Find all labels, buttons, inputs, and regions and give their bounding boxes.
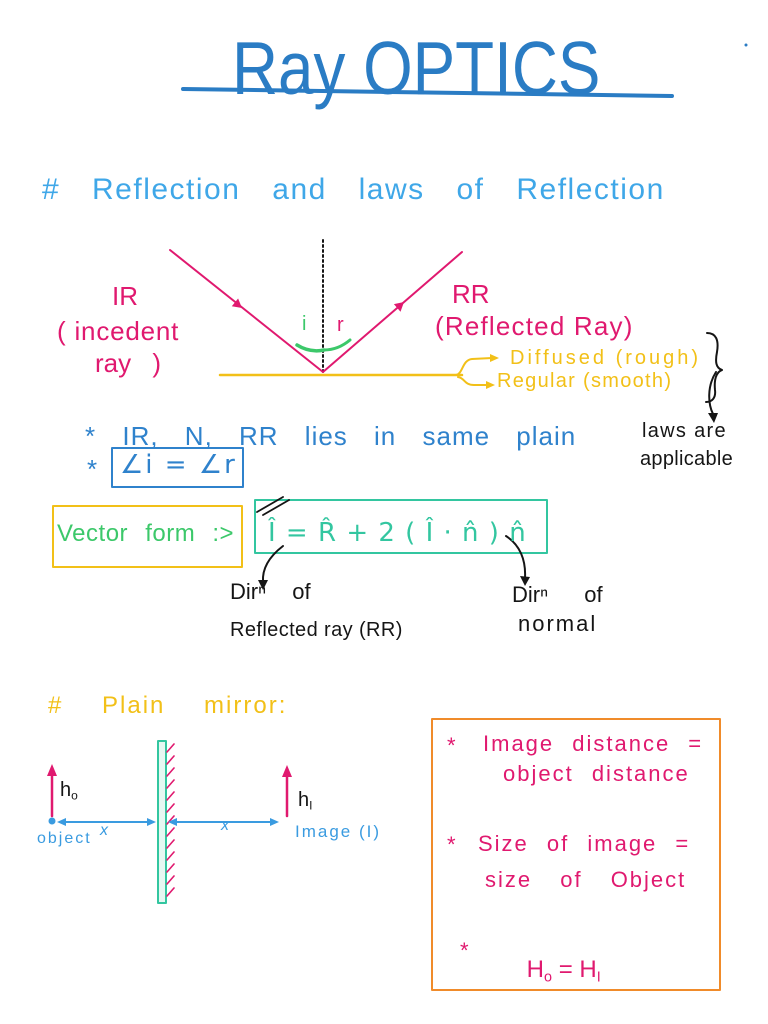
incident-ray-desc-line1: ( incedent [57, 316, 180, 346]
reflected-direction-arrow [261, 545, 284, 583]
law-coplanar: * IR, N, RR lies in same plain [85, 421, 577, 451]
fact3-lhs-subscript: o [544, 969, 553, 986]
reflected-ray-desc: (Reflected Ray) [435, 311, 634, 341]
angle-r-arc [322, 338, 352, 352]
angle-r-label: r [337, 314, 344, 336]
reflected-ray [322, 251, 463, 373]
surface-type-regular: Regular (smooth) [497, 370, 673, 392]
image-height-subscript: I [309, 798, 313, 813]
fact3-rhs: H [579, 956, 597, 983]
regular-arrowhead [486, 381, 495, 389]
normal-direction-note-line2: normal [518, 611, 598, 636]
mirror-facts-box [431, 718, 721, 991]
surface-type-diffused: Diffused (rough) [510, 347, 702, 369]
angle-i-arc [295, 343, 326, 353]
brace-arrowhead [708, 413, 718, 423]
fact1-bullet: * [447, 733, 456, 758]
diffused-arrowhead [490, 354, 499, 362]
reflected-direction-note-line2: Reflected ray (RR) [230, 619, 403, 641]
fact2-line2: size of Object [485, 867, 687, 892]
reflection-heading: # Reflection and laws of Reflection [42, 173, 665, 206]
reflected-ray-label: RR [452, 279, 490, 309]
fact3-height-equation: Ho = HI [500, 934, 601, 1006]
incident-ray-label: IR [112, 281, 138, 311]
object-distance-label: x [100, 822, 108, 839]
reflected-ray-arrowhead [393, 302, 404, 312]
image-label: Image (I) [295, 822, 382, 841]
reflected-direction-arrowhead [258, 580, 268, 590]
image-height-label: hI [298, 789, 313, 813]
incident-ray-desc-line2: ray ) [95, 348, 161, 378]
fact3-equals: = [552, 956, 580, 983]
brace-to-note-arrow [708, 371, 717, 415]
fact2-bullet: * [447, 832, 456, 857]
object-height-label: ho [60, 779, 78, 803]
vector-form-formula: Î = R̂ + 2 ( Î · n̂ ) n̂ [268, 518, 527, 548]
page-title: Ray OPTICS [232, 26, 601, 110]
law-angle-equality: ∠i = ∠r [120, 450, 237, 480]
fact1-line2: object distance [503, 761, 690, 786]
normal-direction-arrow [505, 535, 527, 579]
law-angle-bullet: * [87, 454, 98, 484]
object-distance-arrowhead-right [147, 818, 156, 826]
object-height-subscript: o [71, 788, 78, 803]
laws-note-line2: applicable [640, 448, 734, 470]
fact3-rhs-subscript: I [596, 969, 601, 986]
fact2-line1: Size of image = [478, 831, 691, 856]
title-underline [181, 87, 674, 98]
surface-types-brace [705, 332, 723, 403]
object-distance-arrowhead-left [57, 818, 66, 826]
normal-direction-arrowhead [520, 576, 530, 586]
object-arrowhead [47, 764, 57, 776]
fact3-bullet: * [460, 938, 469, 963]
reflected-direction-note-line1: Dirⁿ of [230, 579, 311, 604]
image-distance-arrowhead-left [168, 818, 177, 826]
object-height-symbol: h [60, 779, 72, 801]
ink-dot [744, 43, 748, 47]
object-dot [48, 817, 56, 825]
object-label: object [37, 830, 92, 847]
formula-box [254, 499, 548, 554]
vector-form-label-box [52, 505, 243, 568]
fact3-lhs: H [526, 956, 545, 983]
plain-mirror-heading: # Plain mirror: [48, 692, 288, 719]
plane-mirror [157, 740, 167, 904]
formula-strike-marks [256, 496, 290, 516]
laws-note-line1: laws are [642, 420, 727, 442]
vector-form-label: Vector form :> [57, 520, 235, 547]
angle-i-label: i [302, 313, 307, 335]
mirror-hatching [166, 743, 175, 897]
image-distance-arrowhead-right [270, 818, 279, 826]
fact1-line1: Image distance = [483, 731, 704, 756]
incident-ray [169, 249, 324, 373]
diffused-branch-arrow [455, 357, 493, 376]
image-distance-label: x [221, 817, 229, 834]
image-arrowhead [282, 765, 292, 777]
normal-direction-note-line1: Dirⁿ of [512, 582, 603, 607]
regular-branch-arrow [457, 376, 489, 386]
incident-ray-arrowhead [231, 298, 242, 308]
image-height-symbol: h [298, 789, 310, 811]
angle-law-box [111, 447, 244, 488]
